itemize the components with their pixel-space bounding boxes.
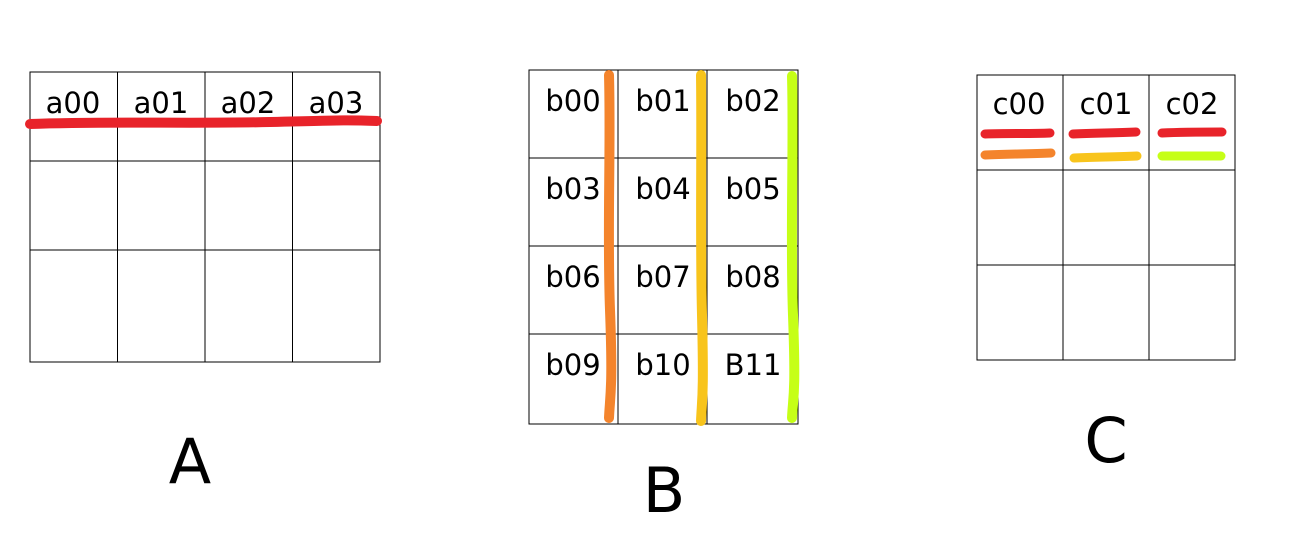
matrix-c-cell-1-1 bbox=[1062, 169, 1150, 266]
matrix-c-c02-red-mark bbox=[1157, 127, 1227, 138]
matrix-c-c01-red-mark bbox=[1068, 127, 1141, 139]
matrix-c-grid bbox=[976, 74, 1236, 361]
matrix-b-label-b00: b00 bbox=[545, 84, 600, 118]
matrix-a: a00 a01 a02 a03 A bbox=[25, 71, 382, 498]
matrix-b-label-b03: b03 bbox=[545, 172, 600, 206]
matrix-b-cell-1-2 bbox=[706, 157, 799, 247]
matrix-a-label-a03: a03 bbox=[309, 86, 364, 120]
matrix-a-cell-0-0 bbox=[29, 71, 118, 162]
matrix-b-cell-1-0 bbox=[528, 157, 619, 247]
matrix-b-cell-2-0 bbox=[528, 245, 619, 335]
matrix-c-c00-red-mark bbox=[980, 128, 1055, 139]
matrix-c: c00 c01 c02 C bbox=[976, 74, 1236, 477]
matrix-b-title: B bbox=[643, 454, 686, 527]
matrix-b-label-b10: b10 bbox=[635, 348, 690, 382]
matrix-c-label-c01: c01 bbox=[1080, 87, 1133, 121]
matrix-b-column-highlight-2 bbox=[786, 71, 800, 423]
matrix-b-cell-3-1 bbox=[617, 333, 708, 425]
matrix-c-c00-orange-mark bbox=[980, 148, 1056, 160]
matrix-b-label-b07: b07 bbox=[635, 260, 690, 294]
matrix-b-cell-3-0 bbox=[528, 333, 619, 425]
matrix-a-row-highlight bbox=[25, 115, 382, 129]
matrix-c-title: C bbox=[1084, 404, 1127, 477]
matrix-b-cell-0-0 bbox=[528, 69, 619, 159]
matrix-a-label-a02: a02 bbox=[221, 86, 276, 120]
matrix-a-title: A bbox=[169, 425, 211, 498]
matrix-b-label-b01: b01 bbox=[635, 84, 690, 118]
matrix-c-cell-2-0 bbox=[976, 264, 1064, 361]
matrix-c-label-c00: c00 bbox=[993, 87, 1046, 121]
matrix-c-cell-2-2 bbox=[1148, 264, 1236, 361]
matrix-b-cell-0-2 bbox=[706, 69, 799, 159]
matrix-b-column-highlight-1 bbox=[696, 70, 708, 426]
matrix-a-cell-1-0 bbox=[29, 160, 118, 251]
matrix-b-cell-2-2 bbox=[706, 245, 799, 335]
matrix-a-cell-1-3 bbox=[292, 160, 381, 251]
matrix-c-label-c02: c02 bbox=[1166, 87, 1219, 121]
matrix-a-cell-1-1 bbox=[117, 160, 206, 251]
matrix-c-c01-yellow-mark bbox=[1069, 151, 1142, 163]
matrix-c-cell-2-1 bbox=[1062, 264, 1150, 361]
matrix-b-label-b08: b08 bbox=[725, 260, 780, 294]
matrix-a-cell-2-2 bbox=[204, 249, 293, 363]
matrix-a-cell-2-1 bbox=[117, 249, 206, 363]
matrix-b-label-b02: b02 bbox=[725, 84, 780, 118]
matrix-c-cell-1-2 bbox=[1148, 169, 1236, 266]
matrix-a-cell-0-2 bbox=[204, 71, 293, 162]
matrix-b-cell-0-1 bbox=[617, 69, 708, 159]
matrix-b-label-b05: b05 bbox=[725, 172, 780, 206]
matrix-a-cell-1-2 bbox=[204, 160, 293, 251]
matrix-c-cell-1-0 bbox=[976, 169, 1064, 266]
matrix-b-cell-1-1 bbox=[617, 157, 708, 247]
matrix-a-label-a01: a01 bbox=[134, 86, 189, 120]
matrix-b-column-highlight-0 bbox=[603, 70, 617, 423]
matrix-b-cell-2-1 bbox=[617, 245, 708, 335]
matrix-a-label-a00: a00 bbox=[46, 86, 101, 120]
matrix-b-label-b09: b09 bbox=[545, 348, 600, 382]
matrix-b: b00 b01 b02 b03 b04 b05 b06 b07 b08 b09 … bbox=[528, 69, 800, 527]
matrix-b-label-b04: b04 bbox=[635, 172, 690, 206]
matrix-b-grid bbox=[528, 69, 799, 425]
matrix-b-label-b06: b06 bbox=[545, 260, 600, 294]
matrix-a-cell-0-1 bbox=[117, 71, 206, 162]
matrix-a-cell-2-0 bbox=[29, 249, 118, 363]
matrix-a-cell-2-3 bbox=[292, 249, 381, 363]
matrix-b-label-b11: B11 bbox=[725, 348, 782, 382]
